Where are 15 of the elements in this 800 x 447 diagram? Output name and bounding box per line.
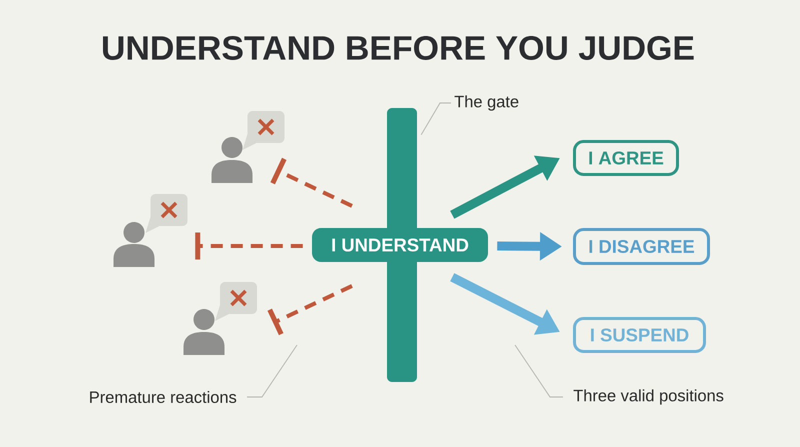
leader-line [246,344,298,398]
person-icon [212,137,252,183]
option-box: I SUSPEND [573,317,706,353]
option-box: I AGREE [573,140,679,176]
blocked-line [195,232,303,260]
person-icon [184,309,224,355]
annotation-text: Premature reactions [90,390,236,404]
leader-line [514,344,564,398]
highlight-box: I UNDERSTAND [312,228,488,262]
annotation-text: Three valid positions [574,389,724,405]
annotation-text: The gate [454,95,518,111]
person-icon [114,222,154,267]
title: UNDERSTAND BEFORE YOU JUDGE [103,36,694,60]
leader-line [420,102,452,136]
option-box: I DISAGREE [573,228,710,265]
